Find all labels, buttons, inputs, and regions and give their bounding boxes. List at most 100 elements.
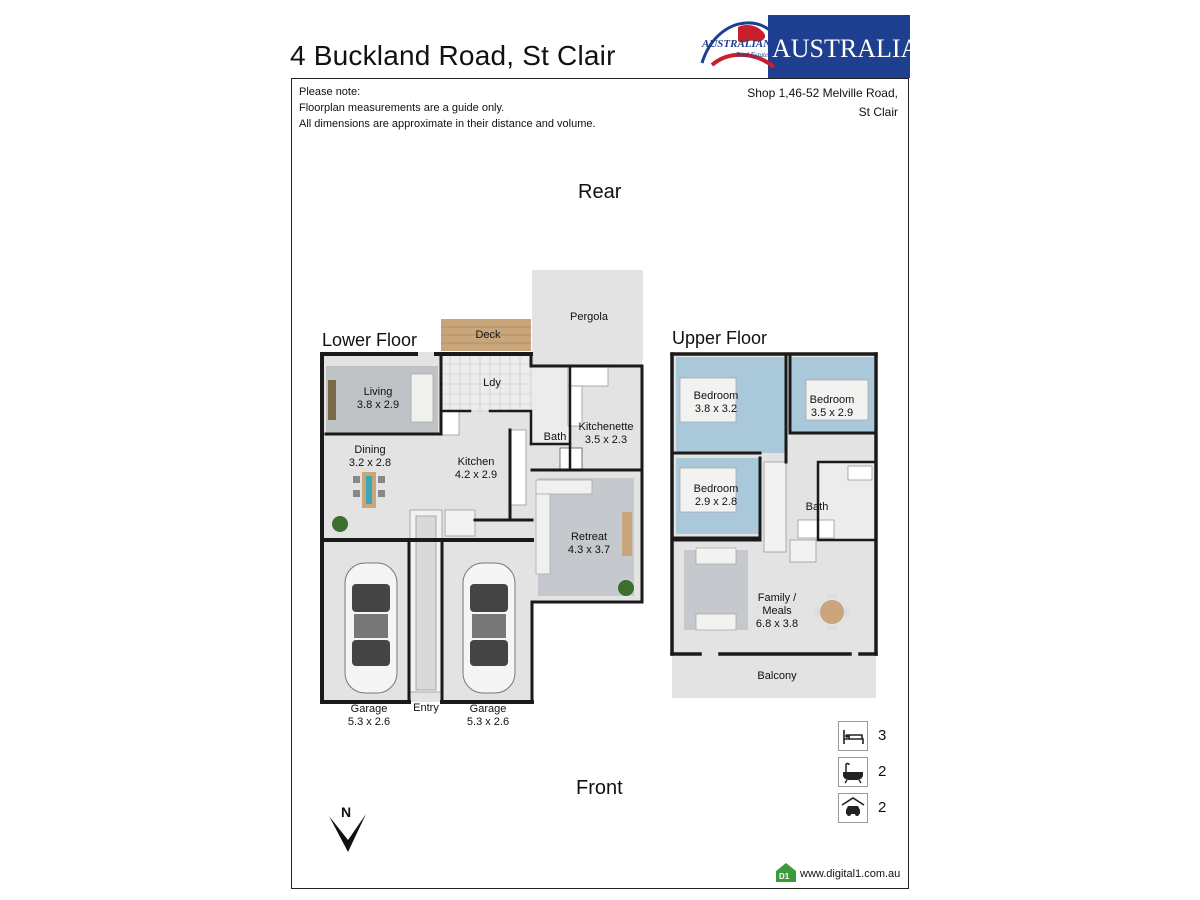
balcony-area bbox=[672, 654, 876, 698]
page-title: 4 Buckland Road, St Clair bbox=[290, 40, 616, 71]
room-dims: 3.8 x 3.2 bbox=[694, 403, 738, 415]
legend-bathrooms: 2 bbox=[838, 757, 908, 789]
front-label: Front bbox=[576, 777, 623, 799]
room-dims: 6.8 x 3.8 bbox=[755, 618, 799, 630]
room-dims: 4.3 x 3.7 bbox=[567, 544, 611, 556]
floorplan-frame bbox=[291, 78, 909, 889]
room-name: Bedroom bbox=[693, 390, 739, 402]
retreat-sofa bbox=[535, 479, 593, 495]
digital1-badge-text: D1 bbox=[779, 872, 790, 881]
plant-1 bbox=[332, 516, 348, 532]
room-bath-upper: Bath bbox=[805, 501, 829, 513]
address-line-2: St Clair bbox=[858, 105, 898, 119]
room-name: Kitchenette bbox=[578, 421, 634, 433]
family-sofa-1 bbox=[695, 547, 737, 565]
room-bath-lower: Bath bbox=[543, 431, 567, 443]
bed-1 bbox=[679, 377, 737, 423]
room-bedroom-2: Bedroom 3.5 x 2.9 bbox=[810, 394, 855, 420]
logo-arc-text: AUSTRALIAN bbox=[701, 38, 772, 50]
room-balcony: Balcony bbox=[757, 670, 797, 682]
room-name-2: Meals bbox=[762, 605, 792, 617]
room-name: Bedroom bbox=[809, 394, 855, 406]
room-kitchen: Kitchen 4.2 x 2.9 bbox=[455, 456, 497, 482]
bathroom-count: 2 bbox=[878, 763, 887, 780]
bed-2 bbox=[805, 379, 869, 421]
room-name: Kitchen bbox=[457, 456, 495, 468]
deck-label: Deck bbox=[475, 329, 501, 341]
room-living: Living 3.8 x 2.9 bbox=[357, 386, 399, 412]
bed-3 bbox=[679, 467, 737, 513]
kitchen-bench-1 bbox=[440, 410, 460, 436]
room-name: Dining bbox=[354, 444, 386, 456]
room-family-meals: Family / Meals 6.8 x 3.8 bbox=[756, 592, 798, 631]
pergola-area bbox=[532, 270, 643, 360]
room-dims: 4.2 x 2.9 bbox=[454, 469, 498, 481]
room-dims: 5.3 x 2.6 bbox=[466, 716, 510, 728]
wet-area-tiles bbox=[440, 353, 572, 445]
note-line-2: All dimensions are approximate in their … bbox=[299, 118, 596, 130]
upper-bath-tiles bbox=[797, 462, 874, 540]
lower-floor-label: Lower Floor bbox=[322, 330, 418, 350]
room-dims: 3.2 x 2.8 bbox=[348, 457, 392, 469]
living-tv bbox=[328, 380, 336, 420]
room-dims: 3.5 x 2.9 bbox=[810, 407, 854, 419]
north-arrow-icon bbox=[329, 814, 366, 852]
bed-icon bbox=[838, 721, 868, 751]
family-sofa-2 bbox=[695, 613, 737, 631]
room-dims: 3.5 x 2.3 bbox=[584, 434, 628, 446]
rear-label: Rear bbox=[578, 181, 622, 203]
pergola-label: Pergola bbox=[570, 311, 608, 323]
legend-bedrooms: 3 bbox=[838, 721, 908, 753]
room-entry: Entry bbox=[413, 702, 439, 714]
retreat-rug bbox=[538, 478, 634, 596]
room-garage-1: Garage 5.3 x 2.6 bbox=[348, 703, 390, 729]
note-heading: Please note: bbox=[299, 86, 361, 98]
digital1-logo: D1 bbox=[775, 861, 797, 883]
feature-legend: 3 2 2 bbox=[838, 721, 908, 831]
agency-address: Shop 1,46-52 Melville Road, St Clair bbox=[747, 84, 898, 122]
upper-floor-label: Upper Floor bbox=[672, 328, 768, 348]
room-bedroom-3: Bedroom 2.9 x 2.8 bbox=[694, 483, 739, 509]
north-label: N bbox=[341, 804, 352, 820]
bath-icon bbox=[838, 757, 868, 787]
bedroom-count: 3 bbox=[878, 727, 887, 744]
garage-icon bbox=[838, 793, 868, 823]
room-name: Garage bbox=[350, 703, 388, 715]
upper-floor-walls bbox=[670, 352, 878, 656]
retreat-tv bbox=[622, 512, 632, 556]
north-arrow: N bbox=[326, 804, 370, 854]
garage-count: 2 bbox=[878, 799, 887, 816]
address-line-1: Shop 1,46-52 Melville Road, bbox=[747, 86, 898, 100]
website-link[interactable]: www.digital1.com.au bbox=[800, 868, 901, 880]
room-garage-2: Garage 5.3 x 2.6 bbox=[467, 703, 509, 729]
kitchenette-bench bbox=[567, 365, 609, 387]
disclaimer-note: Please note: Floorplan measurements are … bbox=[299, 84, 596, 132]
kitchen-bench-2 bbox=[509, 429, 527, 506]
room-name: Retreat bbox=[570, 531, 608, 543]
room-dining: Dining 3.2 x 2.8 bbox=[349, 444, 391, 470]
upper-stairs bbox=[763, 461, 817, 563]
room-name: Garage bbox=[469, 703, 507, 715]
room-name: Bedroom bbox=[693, 483, 739, 495]
room-retreat: Retreat 4.3 x 3.7 bbox=[568, 531, 610, 557]
logo-sub-text: Real Estate bbox=[735, 51, 768, 59]
room-name-1: Family / bbox=[757, 592, 797, 604]
room-dims: 5.3 x 2.6 bbox=[347, 716, 391, 728]
room-dims: 3.8 x 2.9 bbox=[356, 399, 400, 411]
meals-table bbox=[815, 594, 849, 630]
lower-floor-walls bbox=[320, 352, 644, 704]
legend-garages: 2 bbox=[838, 793, 908, 825]
living-sofa bbox=[410, 373, 434, 423]
deck-area bbox=[441, 319, 531, 351]
car-1 bbox=[344, 562, 398, 694]
room-dims: 2.9 x 2.8 bbox=[694, 496, 738, 508]
room-kitchenette: Kitchenette 3.5 x 2.3 bbox=[578, 421, 633, 447]
room-laundry: Ldy bbox=[483, 377, 501, 389]
note-line-1: Floorplan measurements are a guide only. bbox=[299, 102, 505, 114]
dining-table bbox=[353, 472, 385, 508]
plant-2 bbox=[618, 580, 634, 596]
room-bedroom-1: Bedroom 3.8 x 3.2 bbox=[694, 390, 739, 416]
room-name: Living bbox=[363, 386, 393, 398]
car-2 bbox=[462, 562, 516, 694]
